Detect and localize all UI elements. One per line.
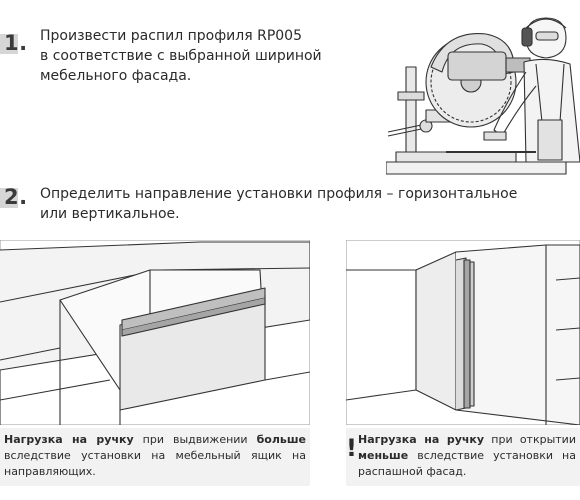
caption-strong: больше bbox=[256, 433, 306, 446]
step-2-text: Определить направление установки профиля… bbox=[40, 186, 518, 222]
caption-lead: Нагрузка на ручку bbox=[4, 433, 134, 446]
miter-saw-illustration bbox=[386, 17, 580, 175]
step-1-number: 1. bbox=[0, 30, 28, 56]
horizontal-caption: Нагрузка на ручку при выдвижении больше … bbox=[4, 433, 306, 478]
drawer-handle-illustration bbox=[0, 240, 310, 425]
door-handle-illustration bbox=[346, 240, 580, 425]
horizontal-caption-panel bbox=[0, 428, 310, 486]
vertical-caption: Нагрузка на ручку при открытии меньше вс… bbox=[358, 433, 576, 478]
step-1-text: Произвести распил профиля RP005 в соотве… bbox=[40, 28, 322, 84]
vertical-caption-panel bbox=[346, 428, 580, 486]
caption-lead: Нагрузка на ручку bbox=[358, 433, 485, 446]
step-2-number: 2. bbox=[0, 184, 28, 210]
caption-strong: меньше bbox=[358, 449, 409, 462]
warning-mark: ! bbox=[346, 434, 357, 462]
